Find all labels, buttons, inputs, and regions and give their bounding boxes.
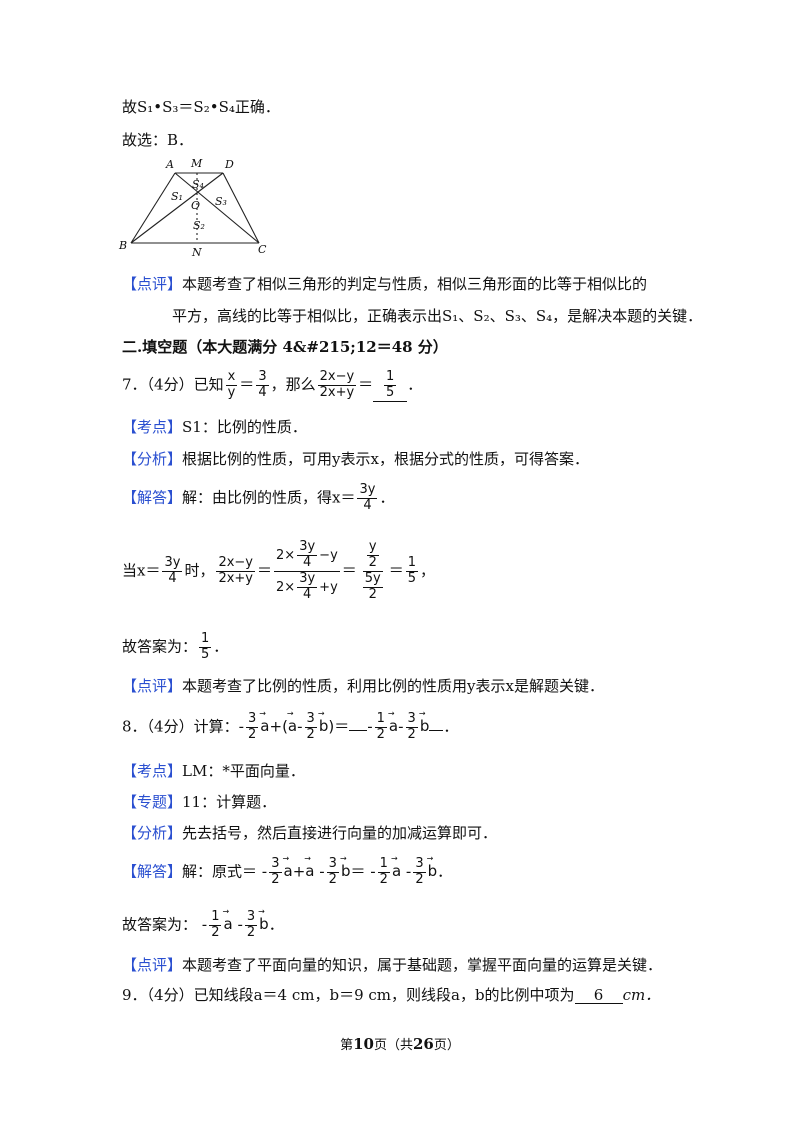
label-S1: S₁ bbox=[171, 190, 183, 203]
label-O: O bbox=[191, 199, 200, 212]
label-A: A bbox=[165, 158, 174, 171]
comment-text-1: 本题考查了相似三角形的判定与性质，相似三角形面的比等于相似比的 bbox=[182, 275, 648, 293]
page-footer: 第10页（共26页） bbox=[340, 1035, 460, 1053]
label-S2: S₂ bbox=[193, 219, 205, 232]
q8-answer: 故答案为： -12a -32b． bbox=[122, 908, 284, 941]
label-S4: S₄ bbox=[192, 178, 204, 191]
label-N: N bbox=[191, 246, 202, 258]
q8-fenxi: 【分析】先去括号，然后直接进行向量的加减运算即可． bbox=[122, 824, 498, 842]
label-M: M bbox=[190, 157, 203, 170]
q9-answer: 6 bbox=[574, 988, 623, 1004]
q7-dianping: 【点评】本题考查了比例的性质，利用比例的性质用y表示x是解题关键． bbox=[122, 677, 604, 695]
label-D: D bbox=[224, 158, 234, 171]
q8-jieda: 【解答】解：原式＝ -32a+a -32b＝ -12a -32b． bbox=[122, 855, 452, 888]
q7-kaodian: 【考点】S1：比例的性质． bbox=[122, 418, 307, 436]
comment-tag: 【点评】 bbox=[122, 275, 183, 293]
q8-kaodian: 【考点】LM：*平面向量． bbox=[122, 762, 305, 780]
section-title: 二.填空题（本大题满分 4&#215;12＝48 分） bbox=[122, 338, 448, 356]
q8-zhuanti: 【专题】11：计算题． bbox=[122, 793, 277, 811]
q7-fenxi: 【分析】根据比例的性质，可用y表示x，根据分式的性质，可得答案． bbox=[122, 450, 589, 468]
choice-line: 故选：B． bbox=[122, 131, 194, 149]
label-S3: S₃ bbox=[215, 195, 227, 208]
trapezoid-figure: A M D B N C O S₁ S₂ S₃ S₄ bbox=[118, 157, 267, 258]
q8-dianping: 【点评】本题考查了平面向量的知识，属于基础题，掌握平面向量的运算是关键． bbox=[122, 956, 663, 974]
comment-line-2: 平方，高线的比等于相似比，正确表示出S₁、S₂、S₃、S₄，是解决本题的关键． bbox=[172, 307, 703, 325]
label-C: C bbox=[258, 243, 267, 256]
conclusion-line: 故S₁•S₃＝S₂•S₄正确． bbox=[122, 98, 280, 116]
comment-line-1: 【点评】本题考查了相似三角形的判定与性质，相似三角形面的比等于相似比的 bbox=[122, 277, 647, 292]
q8-question: 8．（4分）计算：-32a+(a-32b)＝-12a-32b． bbox=[122, 710, 458, 743]
label-B: B bbox=[118, 239, 127, 252]
